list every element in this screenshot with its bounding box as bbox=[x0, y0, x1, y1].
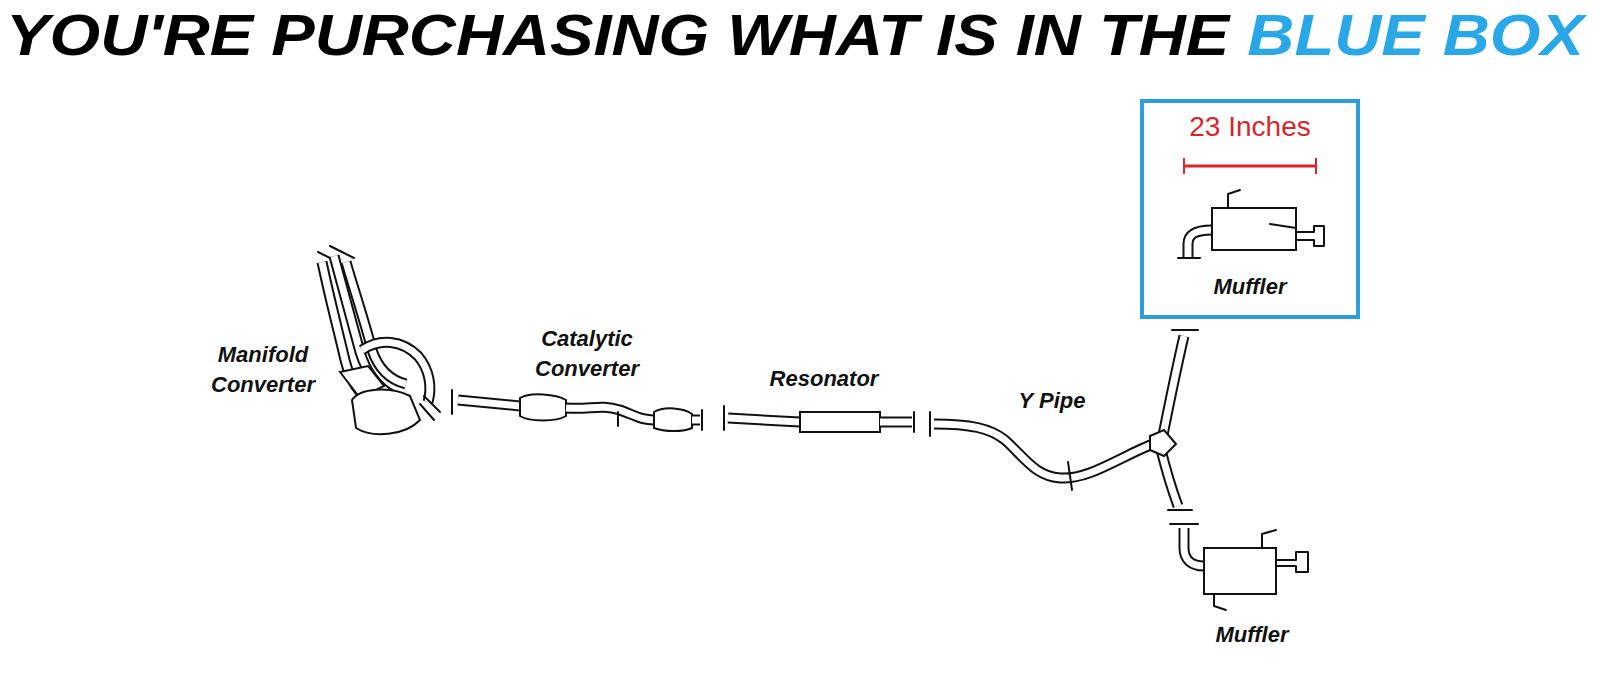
part-name: Y Pipe bbox=[1002, 386, 1102, 416]
part-name: Muffler bbox=[1192, 620, 1312, 650]
title-highlight: BLUE BOX bbox=[1247, 2, 1584, 67]
part-name: Resonator bbox=[744, 364, 904, 394]
title-text: YOU'RE PURCHASING WHAT IS IN THE bbox=[6, 2, 1229, 67]
part-name: Muffler bbox=[1144, 273, 1356, 301]
part-name: Manifold Converter bbox=[190, 340, 336, 400]
part-name: Catalytic Converter bbox=[508, 324, 666, 384]
highlight-box: 23 InchesMuffler bbox=[1140, 99, 1360, 319]
title-bar: YOU'RE PURCHASING WHAT IS IN THE BLUE BO… bbox=[6, 2, 1584, 68]
dimension-label: 23 Inches bbox=[1144, 111, 1356, 143]
